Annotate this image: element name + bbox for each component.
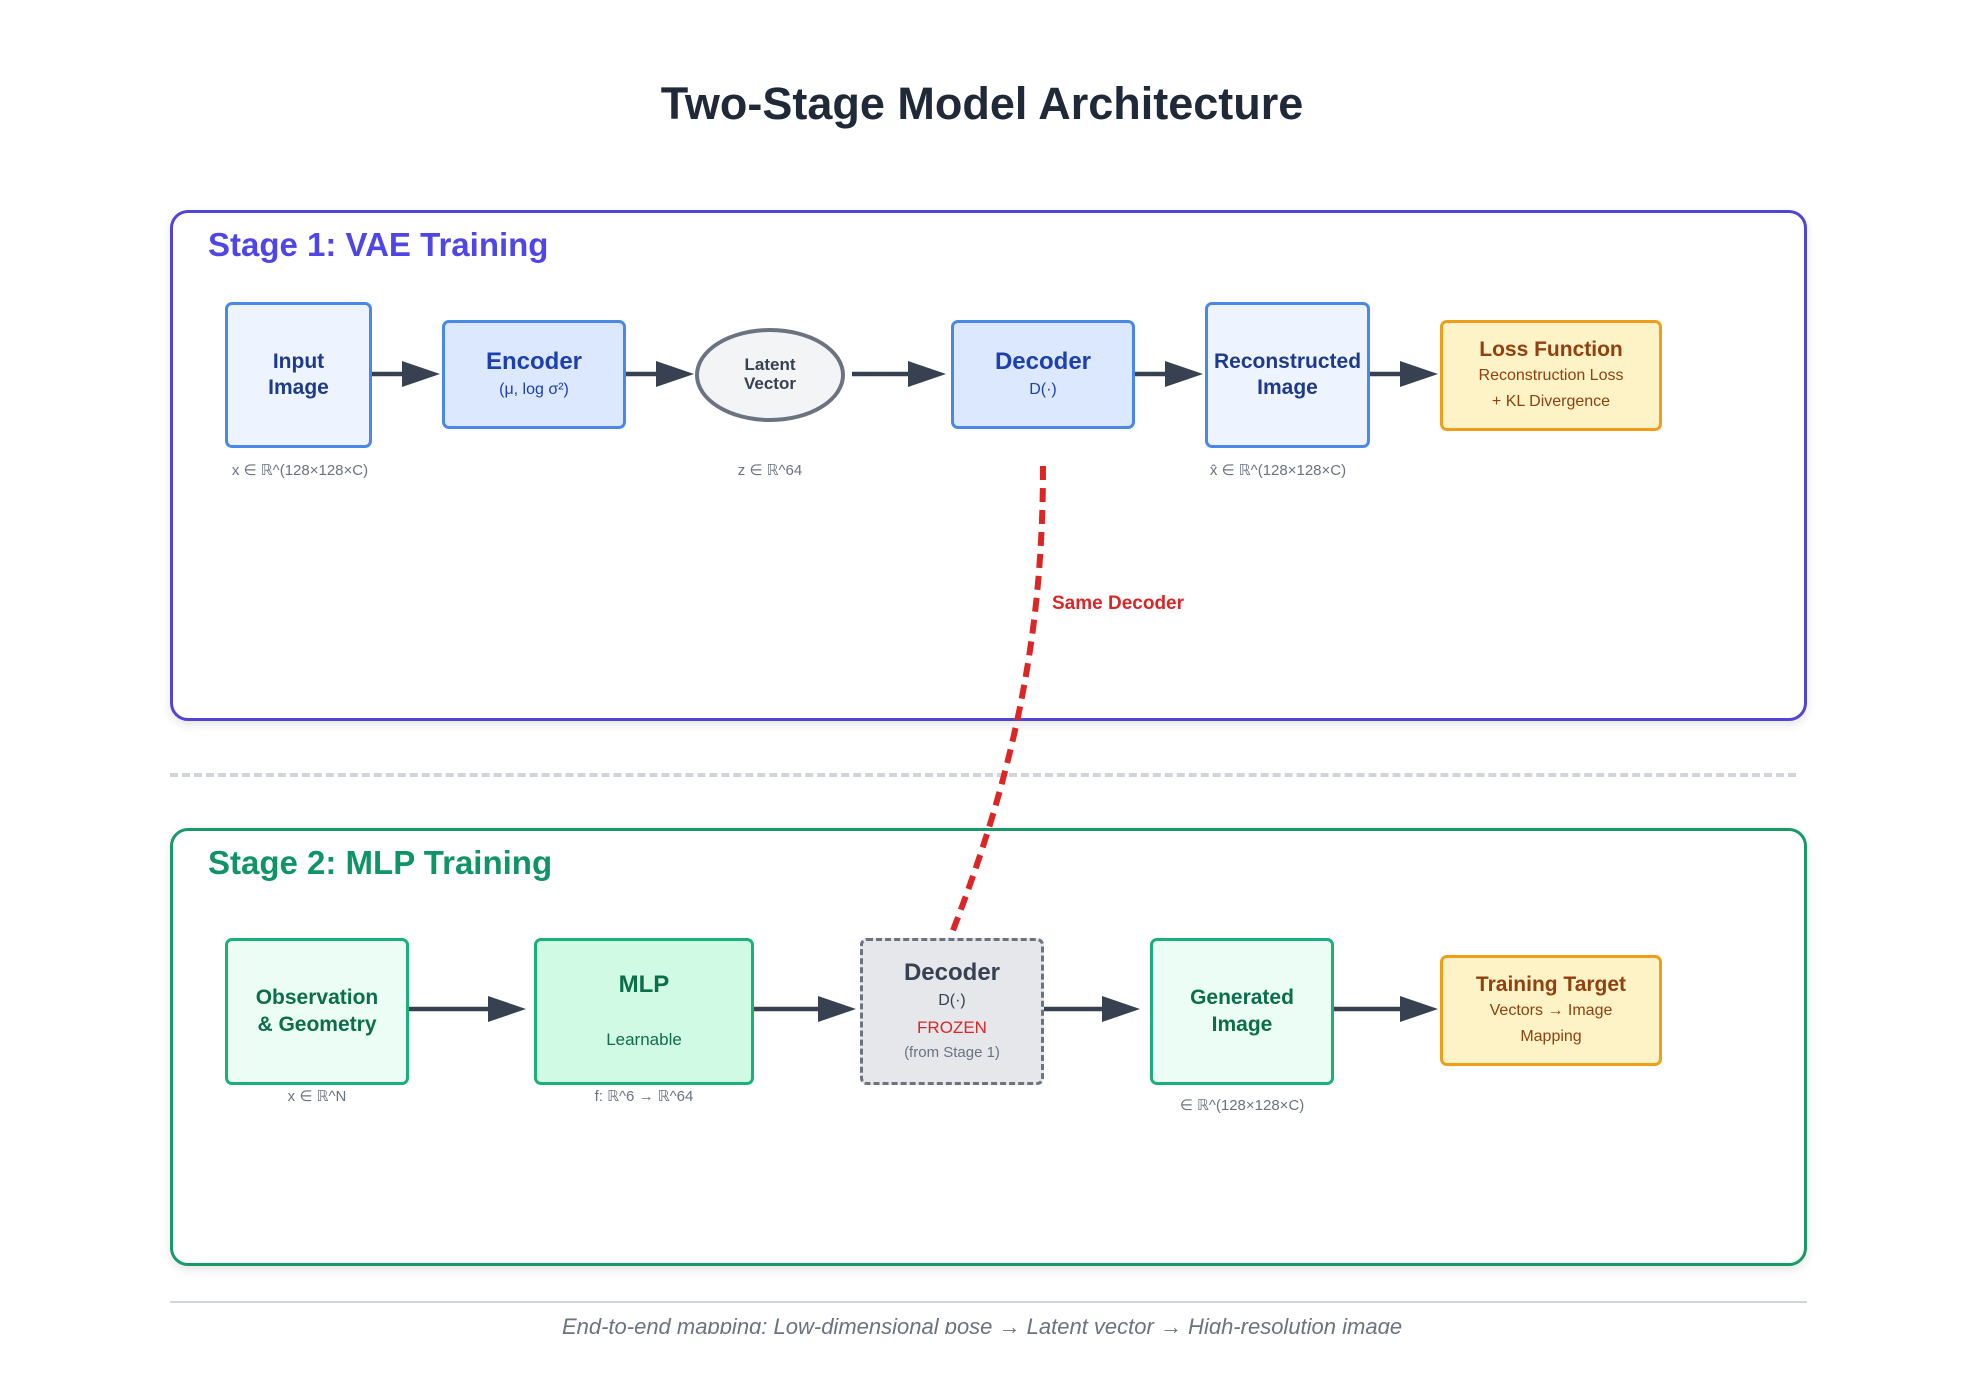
encoder-sub: (μ, log σ²) xyxy=(499,380,569,398)
footer-caption: End-to-end mapping: Low-dimensional pose… xyxy=(561,1314,1403,1334)
latent-dim: z ∈ ℝ^64 xyxy=(737,462,803,479)
observation-node: Observation & Geometry xyxy=(225,938,409,1085)
generated-image-node: Generated Image xyxy=(1150,938,1334,1085)
decoder-node: Decoder D(·) xyxy=(951,320,1135,429)
frozen-decoder-origin: (from Stage 1) xyxy=(904,1043,1000,1061)
encoder-label: Encoder xyxy=(485,347,583,375)
loss-sub1: Reconstruction Loss xyxy=(1478,367,1624,385)
stage1-arrow-input-encoder xyxy=(372,361,440,387)
reconstructed-line1: Reconstructed xyxy=(1213,349,1362,373)
training-target-sub2: Mapping xyxy=(1520,1027,1582,1045)
same-decoder-label: Same Decoder xyxy=(1052,593,1185,614)
encoder-node: Encoder (μ, log σ²) xyxy=(442,320,626,429)
frozen-decoder-label: Decoder xyxy=(903,959,1001,987)
frozen-decoder-node: Decoder D(·) FROZEN (from Stage 1) xyxy=(860,938,1044,1085)
reconstructed-dim: x̂ ∈ ℝ^(128×128×C) xyxy=(1209,462,1347,479)
mlp-sub: Learnable xyxy=(606,1029,682,1049)
stage1-arrow-latent-decoder xyxy=(852,361,946,387)
generated-line1: Generated xyxy=(1190,986,1294,1010)
latent-line2: Vector xyxy=(744,374,796,393)
stage1-panel xyxy=(170,210,1807,721)
stage1-arrow-decoder-reconstructed xyxy=(1135,361,1203,387)
training-target-sub1: Vectors → Image xyxy=(1489,1002,1613,1020)
decoder-sub: D(·) xyxy=(1029,380,1057,398)
loss-label: Loss Function xyxy=(1479,337,1623,361)
diagram-title: Two-Stage Model Architecture xyxy=(660,78,1304,129)
stage2-arrow-decoder-generated xyxy=(1043,996,1140,1022)
mlp-dim: f: ℝ^6 → ℝ^64 xyxy=(594,1088,694,1105)
mlp-node: MLP Learnable xyxy=(534,938,754,1085)
latent-line1: Latent xyxy=(744,355,796,375)
same-decoder-link xyxy=(947,465,1046,940)
frozen-badge: FROZEN xyxy=(917,1017,987,1037)
loss-function-node: Loss Function Reconstruction Loss + KL D… xyxy=(1440,320,1662,431)
footer-divider xyxy=(170,1301,1807,1303)
mlp-label: MLP xyxy=(618,970,670,998)
training-target-node: Training Target Vectors → Image Mapping xyxy=(1440,955,1662,1066)
input-image-line1: Input xyxy=(272,349,325,373)
frozen-decoder-sub: D(·) xyxy=(938,992,966,1010)
latent-vector-node: Latent Vector xyxy=(695,328,845,422)
generated-line2: Image xyxy=(1211,1012,1273,1036)
input-image-dim: x ∈ ℝ^(128×128×C) xyxy=(231,462,369,479)
stage2-arrow-mlp-decoder xyxy=(752,996,856,1022)
reconstructed-image-node: Reconstructed Image xyxy=(1205,302,1370,448)
generated-dim: ∈ ℝ^(128×128×C) xyxy=(1179,1097,1305,1114)
stage2-arrow-observation-mlp xyxy=(408,996,526,1022)
loss-sub2: + KL Divergence xyxy=(1491,392,1611,410)
stage-divider xyxy=(170,773,1796,777)
training-target-label: Training Target xyxy=(1475,972,1627,996)
observation-line1: Observation xyxy=(255,986,379,1010)
stage2-arrow-generated-target xyxy=(1333,996,1438,1022)
input-image-node: Input Image xyxy=(225,302,372,448)
observation-dim: x ∈ ℝ^N xyxy=(287,1088,347,1105)
decoder-label: Decoder xyxy=(994,347,1092,375)
observation-line2: & Geometry xyxy=(257,1012,377,1036)
stage2-title: Stage 2: MLP Training xyxy=(208,844,553,881)
stage1-arrow-encoder-latent xyxy=(626,361,694,387)
stage1-title: Stage 1: VAE Training xyxy=(208,226,549,263)
reconstructed-line2: Image xyxy=(1257,376,1318,399)
input-image-line2: Image xyxy=(268,376,329,399)
